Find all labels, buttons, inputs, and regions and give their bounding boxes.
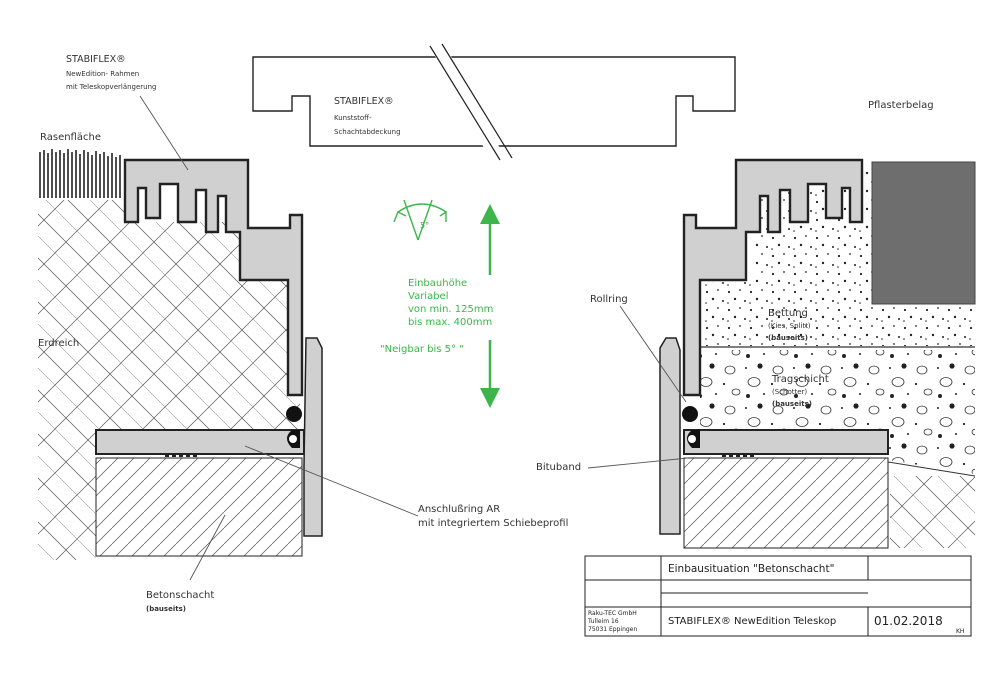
frame-profile-right [682,158,864,397]
earth-right [890,476,975,548]
telescopic-sleeve-right [659,337,681,535]
connecting-ring-right [683,429,889,455]
cover-line-2: Schachtabdeckung [334,128,401,136]
title-block-situation: Einbausituation "Betonschacht" [668,563,834,575]
label-rollring: Rollring [590,294,628,305]
angle-text: 5° [420,221,429,230]
label-tragschicht-sub: (Schotter) [772,388,807,396]
title-block-company-2: Tulleim 16 [587,618,619,625]
roll-ring-left [286,406,302,422]
frame-title: STABIFLEX® [66,54,126,65]
paving-block [871,161,976,305]
leader-lines [139,95,689,581]
shaft-cover [252,56,736,147]
label-bituband: Bituband [536,462,581,473]
base-course [700,350,975,474]
title-block-company-1: Raku-TEC GmbH [588,610,637,617]
concrete-shaft-left [95,457,303,557]
label-rasenflaeche: Rasenfläche [40,132,101,143]
label-bettung: Bettung [768,308,808,319]
lawn-left [39,149,121,198]
label-tragschicht-bauseits: (bauseits) [772,400,812,408]
frame-line-2: mit Teleskopverlängerung [66,83,157,91]
label-anschlussring-1: Anschlußring AR [418,504,500,515]
height-text-3: von min. 125mm [408,304,493,315]
label-anschlussring-2: mit integriertem Schiebeprofil [418,518,568,529]
label-bettung-sub: (Kies, Splitt) [768,322,811,330]
label-bettung-bauseits: (bauseits) [768,334,808,342]
tilt-angle-symbol [393,199,447,241]
cover-line-1: Kunststoff- [334,114,372,122]
title-block-product: STABIFLEX® NewEdition Teleskop [668,616,836,627]
concrete-shaft-right [683,457,889,549]
earth-left [38,200,300,560]
connecting-ring-left [95,429,305,455]
cover-title: STABIFLEX® [334,96,394,107]
label-betonschacht: Betonschacht [146,590,214,601]
telescopic-sleeve-left [303,337,323,537]
title-block-date: 01.02.2018 [874,614,943,628]
label-tragschicht: Tragschicht [771,374,829,385]
roll-ring-right [682,406,698,422]
height-text-2: Variabel [408,291,449,302]
height-text-1: Einbauhöhe [408,278,467,289]
frame-profile-left [123,158,304,397]
label-erdreich: Erdreich [38,338,79,349]
height-text-4: bis max. 400mm [408,317,492,328]
label-pflasterbelag: Pflasterbelag [868,100,934,111]
title-block-company-3: 75031 Eppingen [588,626,637,633]
title-block [584,555,972,637]
tilt-text: "Neigbar bis 5° " [380,344,464,355]
frame-line-1: NewEdition- Rahmen [66,70,139,78]
title-block-initials: KH [956,628,964,635]
label-betonschacht-bauseits: (bauseits) [146,605,186,613]
